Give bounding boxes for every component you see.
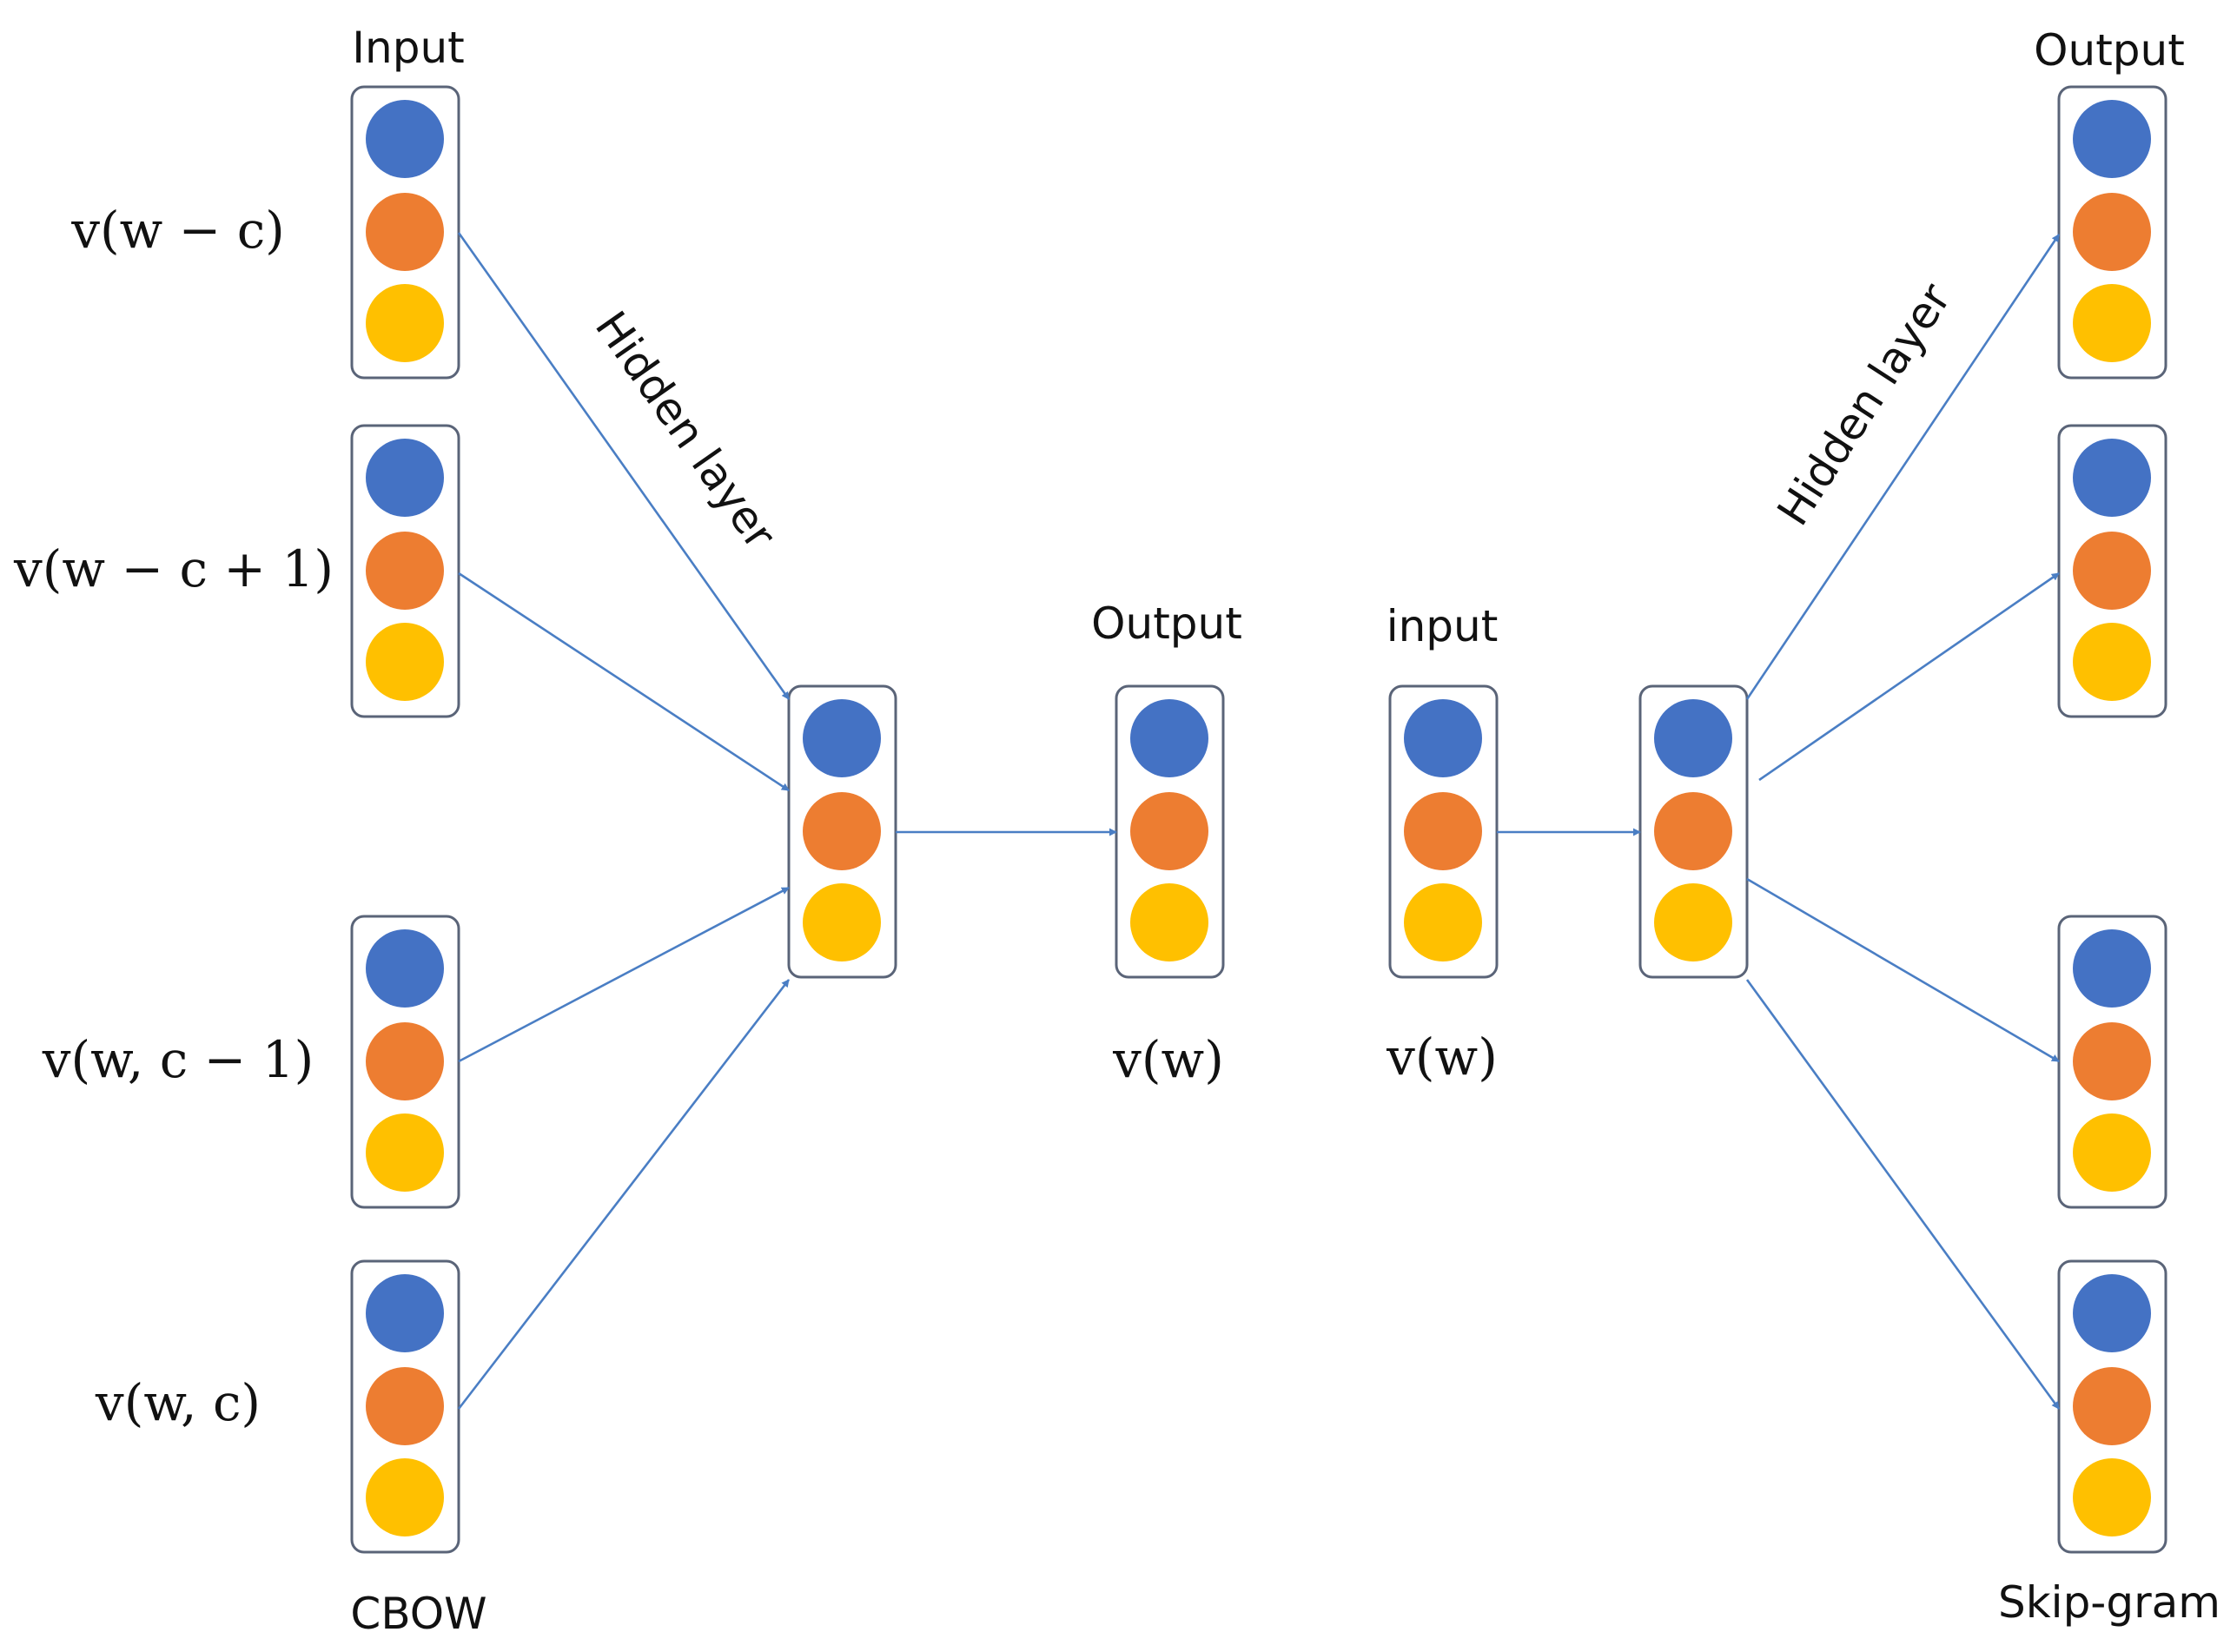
yellow-unit xyxy=(2073,284,2151,362)
skipgram-output-vector-2 xyxy=(2057,424,2168,718)
skipgram-edge-4 xyxy=(1745,979,2061,1410)
yellow-unit xyxy=(1654,883,1732,961)
blue-unit xyxy=(366,100,444,178)
blue-unit xyxy=(2073,100,2151,178)
cbow-edge-3 xyxy=(458,886,790,1063)
yellow-unit xyxy=(366,1113,444,1192)
skipgram-output-vector-4 xyxy=(2057,1259,2168,1554)
yellow-unit xyxy=(2073,1113,2151,1192)
blue-unit xyxy=(366,929,444,1008)
skipgram-model: input v(w) Output xyxy=(1386,25,2220,1628)
yellow-unit xyxy=(803,883,881,961)
cbow-edge-2 xyxy=(458,572,790,792)
cbow-output-vector xyxy=(1115,684,1225,979)
orange-unit xyxy=(2073,532,2151,610)
skipgram-output-vector-3 xyxy=(2057,915,2168,1209)
skipgram-hidden-layer-label: Hidden layer xyxy=(1768,274,1961,534)
blue-unit xyxy=(366,1274,444,1352)
cbow-context-label-1: v(w − c) xyxy=(70,201,285,260)
skipgram-edge-1 xyxy=(1745,234,2061,700)
orange-unit xyxy=(366,1367,444,1445)
blue-unit xyxy=(2073,1274,2151,1352)
orange-unit xyxy=(366,532,444,610)
cbow-caption: CBOW xyxy=(350,1589,486,1639)
skipgram-input-vector xyxy=(1388,684,1499,979)
orange-unit xyxy=(2073,1367,2151,1445)
cbow-edge-4 xyxy=(457,979,791,1410)
cbow-model: Input v(w − c) v(w − c + 1) v(w, c − 1) … xyxy=(13,23,1242,1639)
skipgram-input-var: v(w) xyxy=(1386,1028,1498,1087)
skipgram-caption: Skip-gram xyxy=(1998,1577,2220,1628)
cbow-hidden-vector xyxy=(787,684,897,979)
blue-unit xyxy=(2073,439,2151,517)
cbow-hidden-layer-label: Hidden layer xyxy=(586,302,786,558)
skipgram-input-title: input xyxy=(1387,601,1499,651)
yellow-unit xyxy=(2073,1458,2151,1536)
yellow-unit xyxy=(1404,883,1482,961)
cbow-edge-1 xyxy=(457,232,791,700)
yellow-unit xyxy=(1130,883,1208,961)
orange-unit xyxy=(366,1022,444,1100)
cbow-input-vector-3 xyxy=(350,915,460,1209)
skipgram-output-title: Output xyxy=(2034,25,2185,76)
yellow-unit xyxy=(366,1458,444,1536)
skipgram-hidden-vector xyxy=(1638,684,1749,979)
cbow-context-label-3: v(w, c − 1) xyxy=(42,1030,314,1089)
orange-unit xyxy=(2073,193,2151,271)
blue-unit xyxy=(366,439,444,517)
orange-unit xyxy=(1404,792,1482,870)
cbow-input-title: Input xyxy=(352,23,464,73)
blue-unit xyxy=(2073,929,2151,1008)
yellow-unit xyxy=(2073,623,2151,701)
yellow-unit xyxy=(366,284,444,362)
orange-unit xyxy=(803,792,881,870)
orange-unit xyxy=(1654,792,1732,870)
cbow-input-vector-1 xyxy=(350,85,460,380)
yellow-unit xyxy=(366,623,444,701)
skipgram-edge-3 xyxy=(1746,877,2060,1063)
cbow-context-label-4: v(w, c) xyxy=(95,1373,261,1432)
orange-unit xyxy=(1130,792,1208,870)
cbow-output-title: Output xyxy=(1091,598,1242,649)
blue-unit xyxy=(1404,699,1482,777)
cbow-input-vector-2 xyxy=(350,424,460,718)
orange-unit xyxy=(2073,1022,2151,1100)
blue-unit xyxy=(1130,699,1208,777)
blue-unit xyxy=(803,699,881,777)
skipgram-edge-2 xyxy=(1758,572,2060,782)
blue-unit xyxy=(1654,699,1732,777)
skipgram-output-vector-1 xyxy=(2057,85,2168,380)
cbow-input-vector-4 xyxy=(350,1259,460,1554)
orange-unit xyxy=(366,193,444,271)
cbow-output-var: v(w) xyxy=(1112,1030,1224,1089)
cbow-context-label-2: v(w − c + 1) xyxy=(13,539,334,598)
